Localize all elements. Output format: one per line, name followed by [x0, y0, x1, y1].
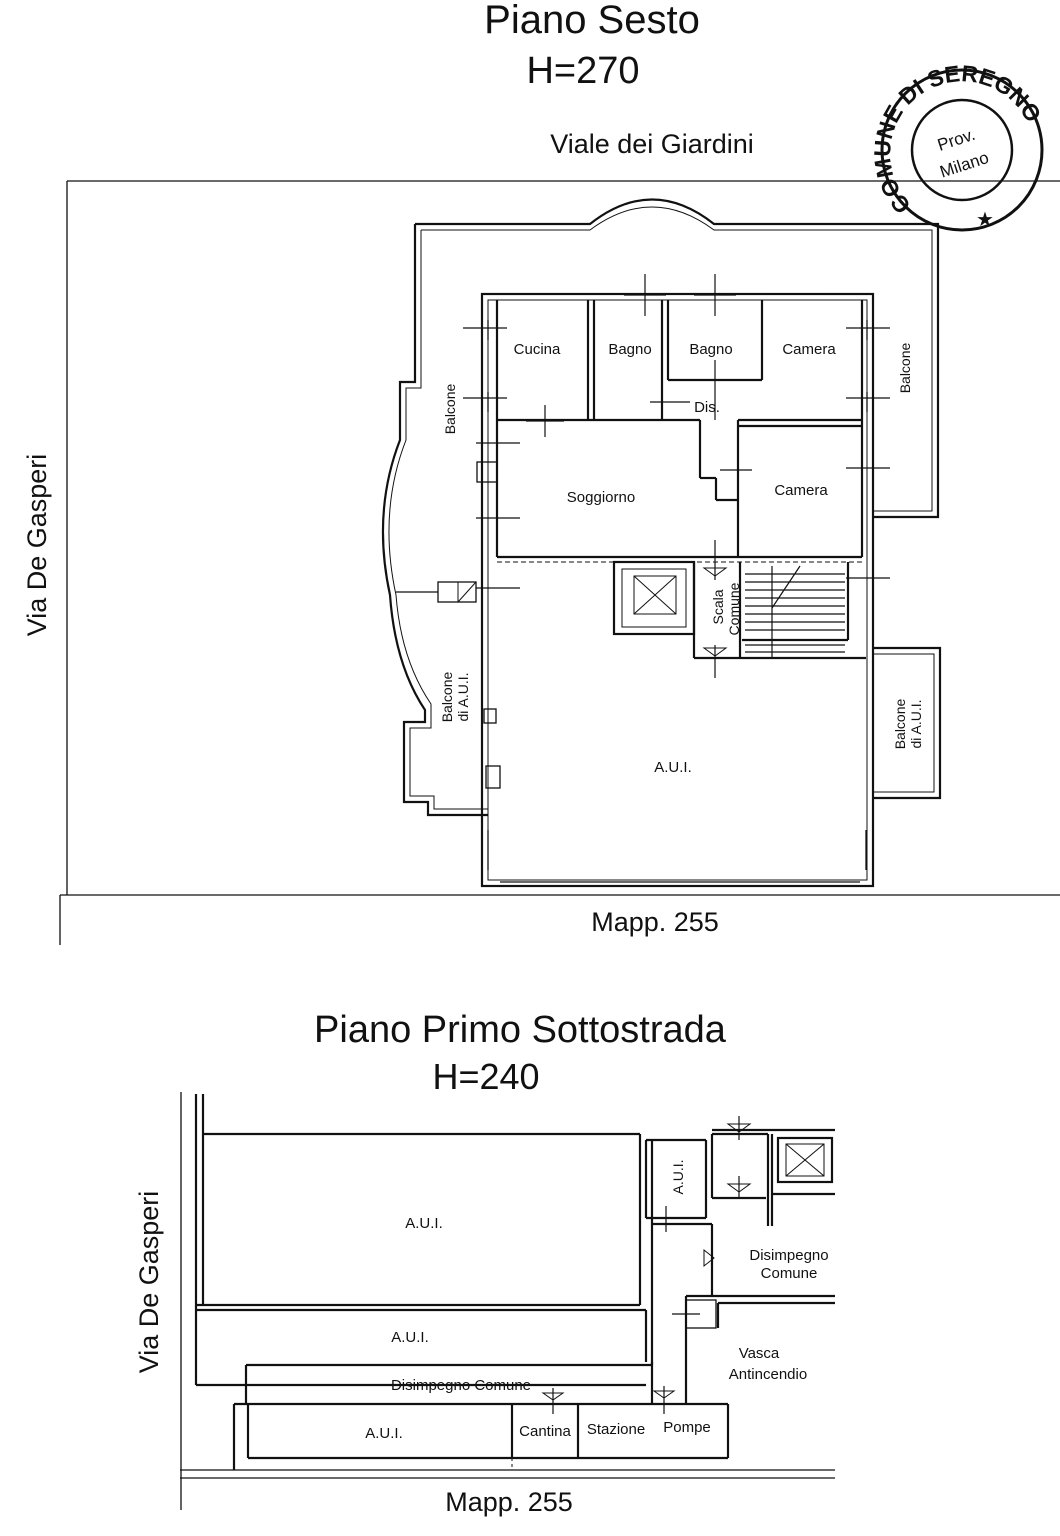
basement-height: H=240 [432, 1056, 539, 1097]
room-label-dis: Dis. [694, 399, 720, 416]
basement-label-aui-bottom: A.U.I. [365, 1425, 403, 1442]
stair-treads [745, 565, 845, 658]
basement-label-pompe: Pompe [663, 1419, 711, 1436]
room-label-balcone-aui-left-1: Balcone [439, 671, 455, 722]
apartment-walls [396, 292, 942, 888]
room-label-balcone-left: Balcone [442, 383, 458, 434]
sixth-floor-height: H=270 [526, 50, 639, 92]
room-label-camera-2: Camera [774, 482, 828, 499]
basement-label-disimpegno-comune-corridor: Disimpegno Comune [391, 1377, 531, 1394]
basement-label-vasca: Vasca [739, 1345, 780, 1362]
room-label-cucina: Cucina [514, 341, 561, 358]
basement-door-marks [541, 1116, 752, 1414]
terrace-outline [381, 198, 940, 817]
municipal-stamp: COMUNE DI SEREGNO Prov. Milano ★ [869, 60, 1047, 232]
basement-label-aui-mid: A.U.I. [391, 1329, 429, 1346]
basement-label-aui-small: A.U.I. [670, 1159, 686, 1194]
basement-label-disimpegno-comune: Comune [761, 1265, 818, 1282]
section-marks [463, 274, 890, 678]
street-via-de-gasperi-top: Via De Gasperi [22, 454, 52, 637]
basement-label-cantina: Cantina [519, 1423, 571, 1440]
basement-label-antincendio: Antincendio [729, 1366, 807, 1383]
room-label-camera-1: Camera [782, 341, 836, 358]
basement-title: Piano Primo Sottostrada [314, 1009, 727, 1051]
stamp-star: ★ [976, 209, 994, 231]
stamp-province: Prov. [935, 125, 977, 155]
basement-label-disimpegno: Disimpegno [749, 1247, 828, 1264]
room-label-balcone-aui-left-2: di A.U.I. [455, 672, 471, 721]
basement-walls [194, 1094, 835, 1470]
room-label-bagno-2: Bagno [689, 341, 732, 358]
room-label-aui: A.U.I. [654, 759, 692, 776]
parcel-label-top: Mapp. 255 [591, 907, 719, 937]
sixth-floor-title: Piano Sesto [484, 0, 700, 42]
street-viale-dei-giardini: Viale dei Giardini [550, 129, 754, 159]
parcel-label-bottom: Mapp. 255 [445, 1487, 573, 1517]
room-label-scala: Scala [710, 589, 726, 624]
basement-lot-lines [180, 1092, 835, 1510]
room-label-scala-comune: Comune [726, 582, 742, 635]
street-via-de-gasperi-bottom: Via De Gasperi [134, 1191, 164, 1374]
room-label-balcone-aui-right-2: di A.U.I. [908, 699, 924, 748]
room-label-bagno-1: Bagno [608, 341, 651, 358]
room-label-balcone-right: Balcone [897, 342, 913, 393]
basement-label-stazione: Stazione [587, 1421, 645, 1438]
room-label-balcone-aui-right-1: Balcone [892, 698, 908, 749]
basement-label-aui-top: A.U.I. [405, 1215, 443, 1232]
lot-boundary [59, 180, 1060, 945]
room-label-soggiorno: Soggiorno [567, 489, 635, 506]
